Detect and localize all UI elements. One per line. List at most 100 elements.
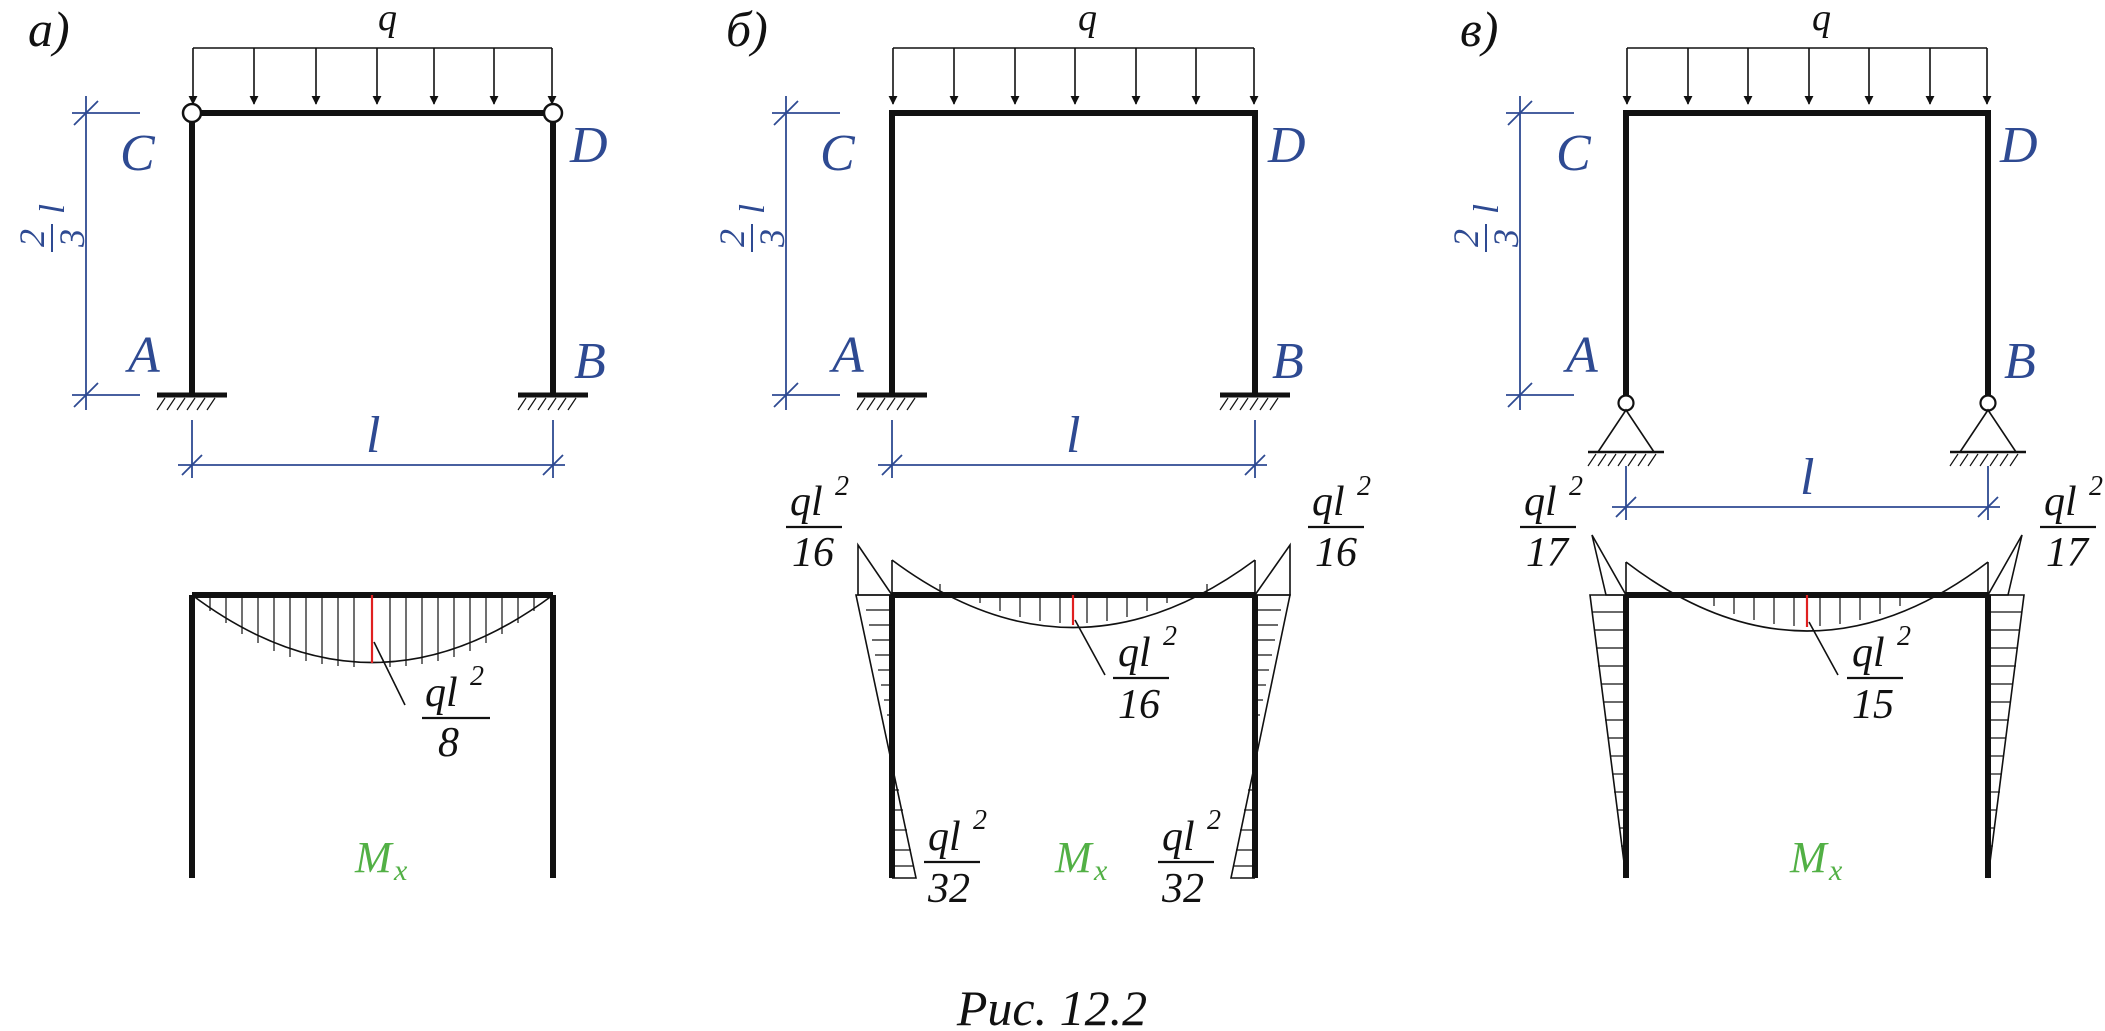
svg-text:3: 3 [52, 229, 92, 248]
svg-text:15: 15 [1852, 682, 1894, 728]
hinge-d [542, 102, 564, 124]
panel-v-midspan-label: ql 2 15 [1847, 621, 1911, 728]
svg-text:x: x [1828, 854, 1843, 887]
panel-b-height-dimension [772, 96, 840, 410]
panel-a-moment-label: ql 2 8 [422, 661, 490, 766]
svg-text:8: 8 [438, 720, 459, 766]
svg-text:ql: ql [1312, 479, 1345, 525]
panel-b-midspan-label: ql 2 16 [1113, 621, 1177, 728]
svg-text:17: 17 [1526, 530, 1570, 576]
svg-text:ql: ql [928, 814, 961, 860]
panel-v-node-a: A [1563, 327, 1598, 384]
panel-v-moment-diagram [1589, 534, 2025, 879]
panel-a-frame [181, 102, 564, 395]
panel-v-frame [1623, 110, 1991, 396]
panel-v-load-label: q [1812, 0, 1831, 39]
panel-a-height-label: 2 3 l [12, 204, 92, 252]
panel-v-height-dimension [1506, 96, 1574, 410]
svg-text:ql: ql [425, 670, 458, 716]
svg-text:l: l [732, 204, 772, 214]
svg-text:l: l [1466, 204, 1506, 214]
svg-text:ql: ql [1162, 814, 1195, 860]
svg-text:2: 2 [1446, 229, 1486, 247]
panel-a-node-d: D [569, 117, 608, 174]
svg-text:16: 16 [792, 530, 834, 576]
svg-text:x: x [1093, 854, 1108, 887]
svg-text:l: l [32, 204, 72, 214]
panel-v-corner-left-label: ql 2 17 [1520, 471, 1583, 576]
svg-text:x: x [393, 854, 408, 887]
svg-text:2: 2 [1569, 471, 1583, 502]
panel-b-frame [889, 110, 1258, 395]
panel-a-node-c: C [120, 125, 156, 182]
panel-a-moment-diagram [189, 592, 556, 878]
svg-text:3: 3 [1486, 229, 1526, 248]
svg-text:2: 2 [1163, 621, 1177, 652]
panel-v-height-label: 2 3 l [1446, 204, 1526, 252]
panel-b-base-left-label: ql 2 32 [924, 805, 987, 912]
panel-a: а) q [12, 0, 608, 887]
panel-v-node-b: B [2004, 333, 2036, 390]
panel-v-span-dimension [1612, 466, 2000, 520]
svg-text:M: M [1789, 833, 1829, 882]
svg-text:32: 32 [927, 866, 970, 912]
panel-v-node-c: C [1556, 125, 1592, 182]
svg-text:2: 2 [470, 661, 484, 692]
svg-text:2: 2 [1897, 621, 1911, 652]
svg-text:32: 32 [1161, 866, 1204, 912]
panel-a-label: а) [28, 1, 70, 57]
svg-text:ql: ql [2044, 479, 2077, 525]
panel-v-label: в) [1460, 1, 1498, 57]
panel-a-diagram-label: M x [354, 833, 408, 887]
panel-b-node-a: A [829, 327, 864, 384]
panel-b: б) q [712, 0, 1371, 912]
svg-text:ql: ql [1118, 630, 1151, 676]
panel-b-corner-left-label: ql 2 16 [786, 471, 849, 576]
panel-a-height-dimension [72, 96, 140, 410]
panel-b-label: б) [726, 1, 768, 57]
panel-b-node-b: B [1272, 333, 1304, 390]
svg-text:16: 16 [1118, 682, 1160, 728]
panel-v: в) q [1446, 0, 2103, 887]
svg-text:ql: ql [1524, 479, 1557, 525]
panel-a-span-dimension [178, 420, 565, 478]
panel-v-pin-support-b [1949, 394, 2026, 467]
panel-a-node-a: A [125, 327, 160, 384]
hinge-c [181, 102, 203, 124]
panel-b-node-d: D [1267, 117, 1306, 174]
panel-b-load-label: q [1078, 0, 1097, 39]
panel-a-distributed-load [188, 47, 557, 105]
svg-text:2: 2 [1357, 471, 1371, 502]
svg-text:M: M [1054, 833, 1094, 882]
panel-v-diagram-label: M x [1789, 833, 1843, 887]
panel-b-height-label: 2 3 l [712, 204, 792, 252]
panel-b-span-label: l [1066, 407, 1080, 464]
panel-b-corner-right-label: ql 2 16 [1308, 471, 1371, 576]
panel-v-corner-right-label: ql 2 17 [2040, 471, 2103, 576]
panel-a-load-label: q [378, 0, 397, 39]
panel-a-fixed-support-a [156, 392, 227, 411]
svg-text:2: 2 [973, 805, 987, 836]
panel-a-span-label: l [366, 407, 380, 464]
svg-text:2: 2 [2089, 471, 2103, 502]
panel-b-node-c: C [820, 125, 856, 182]
panel-v-pin-support-a [1587, 394, 1664, 467]
svg-text:2: 2 [712, 229, 752, 247]
svg-text:M: M [354, 833, 394, 882]
figure-caption: Рис. 12.2 [956, 980, 1147, 1031]
panel-b-base-right-label: ql 2 32 [1158, 805, 1221, 912]
svg-text:ql: ql [790, 479, 823, 525]
panel-b-moment-diagram [855, 542, 1291, 879]
svg-text:2: 2 [12, 229, 52, 247]
panel-v-node-d: D [1999, 117, 2038, 174]
panel-v-distributed-load [1622, 47, 1992, 105]
panel-v-span-label: l [1800, 449, 1814, 506]
panel-a-node-b: B [574, 333, 606, 390]
panel-b-diagram-label: M x [1054, 833, 1108, 887]
svg-text:16: 16 [1315, 530, 1357, 576]
panel-b-fixed-support-a [856, 392, 927, 411]
svg-text:3: 3 [752, 229, 792, 248]
svg-text:17: 17 [2046, 530, 2090, 576]
svg-text:2: 2 [835, 471, 849, 502]
